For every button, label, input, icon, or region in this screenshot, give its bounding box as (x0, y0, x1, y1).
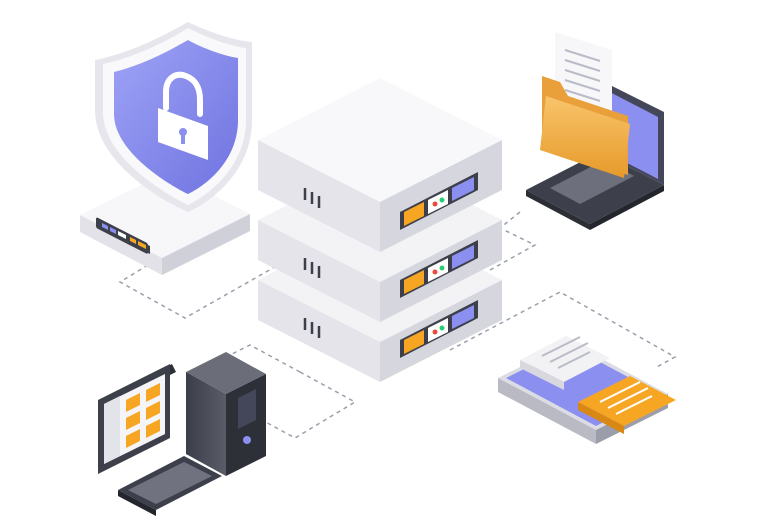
tablet-node (498, 336, 676, 444)
tablet-documents-icon (498, 336, 676, 444)
connector-security-to-server (118, 263, 281, 319)
server-unit-1 (258, 78, 502, 252)
vent-icon (303, 188, 321, 208)
desktop-computer-node (98, 352, 266, 516)
shield-lock-icon (95, 22, 252, 212)
security-gateway-node (80, 22, 252, 275)
server-unit-3-panel (400, 300, 478, 358)
laptop-node (526, 32, 664, 230)
vent-icon (303, 318, 321, 338)
connector-server-to-laptop (489, 211, 537, 271)
server-unit-1-panel (400, 172, 478, 230)
vent-icon (303, 258, 321, 278)
server-unit-2-panel (400, 240, 478, 298)
desktop-pc-icon (98, 352, 266, 516)
server-rack-node (258, 78, 502, 382)
laptop-folder-icon (526, 32, 664, 230)
gateway-status-lights (98, 220, 150, 254)
connector-server-to-tablet (449, 291, 677, 369)
